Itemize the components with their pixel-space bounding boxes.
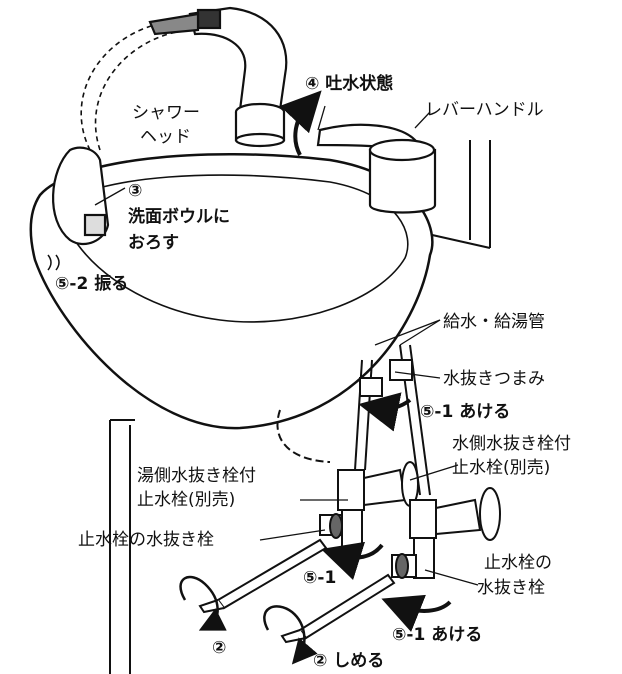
cold-valve-label-line1: 水側水抜き栓付 — [452, 434, 571, 454]
step2-close-label: ② しめる — [313, 651, 385, 671]
shower-head — [51, 146, 110, 246]
hot-valve-label-line1: 湯側水抜き栓付 — [137, 466, 256, 486]
stop-valve-drain-right-label-line1: 止水栓の — [484, 553, 552, 573]
leader-lines — [94, 105, 479, 586]
hot-valve-label-line2: 止水栓(別売) — [137, 490, 236, 510]
step3-label-line1: 洗面ボウルに — [128, 207, 230, 227]
lever-handle-label: レバーハンドル — [425, 100, 544, 120]
spout-rotate-arrow — [279, 90, 322, 156]
lever-handle — [316, 123, 437, 214]
drain-knob-assembly — [359, 359, 413, 397]
close-rotate-arrow-right — [263, 605, 318, 665]
drain-open-arrow-bottom — [381, 594, 452, 632]
cold-stop-valve — [391, 487, 501, 579]
stop-valve-drain-left-label: 止水栓の水抜き栓 — [78, 530, 214, 550]
close-rotate-arrow-left — [179, 575, 227, 631]
shower-head-label-2: ヘッド — [140, 127, 191, 147]
shower-head-label: シャワー — [132, 103, 200, 123]
shower-hose — [80, 19, 191, 151]
basin-bowl — [29, 152, 434, 430]
supply-pipes-label: 給水・給湯管 — [443, 312, 545, 332]
hot-stop-valve — [319, 461, 419, 549]
step3-label-line2: おろす — [128, 233, 179, 253]
screwdriver-right — [280, 573, 396, 644]
stop-valve-drain-right-label-line2: 水抜き栓 — [477, 578, 545, 598]
cold-valve-label-line2: 止水栓(別売) — [452, 458, 551, 478]
drain-open-arrow-mid — [320, 541, 384, 581]
step5-1-open-bottom-label: ⑤-1 あける — [392, 625, 483, 645]
step5-1-mid-label: ⑤-1 — [303, 568, 337, 588]
step2-left-label: ② — [212, 638, 227, 658]
step4-label: ④ 吐水状態 — [305, 74, 394, 94]
step3-number: ③ — [128, 181, 143, 201]
shake-marks — [47, 254, 60, 271]
drain-knob-label: 水抜きつまみ — [443, 369, 545, 389]
step5-2-label: ⑤-2 振る — [55, 274, 129, 294]
step5-1-open-top-label: ⑤-1 あける — [420, 402, 511, 422]
drain-open-arrow-top — [358, 392, 412, 432]
